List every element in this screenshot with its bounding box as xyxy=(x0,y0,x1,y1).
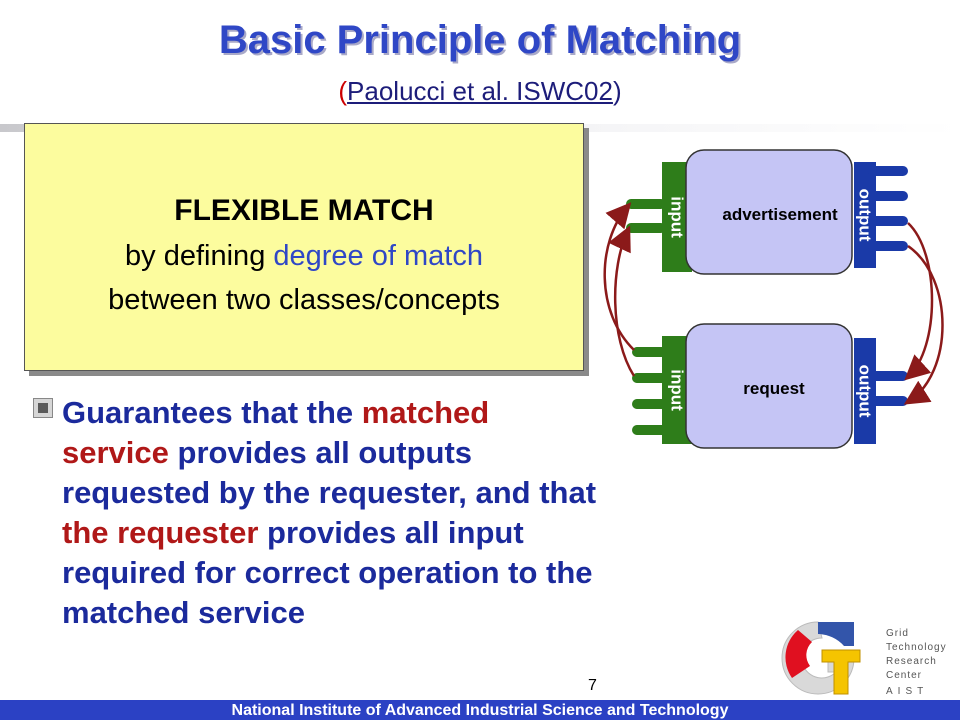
request-input-label: input xyxy=(668,369,687,411)
bullet-part3: provides all input required for correct … xyxy=(62,515,593,630)
matching-diagram: input advertisement output input request… xyxy=(603,149,944,449)
bullet-emphasis-requester: the requester xyxy=(62,515,259,550)
grid-technology-research-center-logo: Grid Technology Research Center AIST xyxy=(781,621,947,697)
logo-text: Grid Technology Research Center AIST xyxy=(886,628,947,697)
slide-title: Basic Principle of Matching xyxy=(218,18,742,62)
flexible-match-callout: FLEXIBLE MATCH by defining degree of mat… xyxy=(24,123,584,371)
footer-bar: National Institute of Advanced Industria… xyxy=(0,700,960,720)
bullet-emphasis-matched-service: matched service xyxy=(62,395,490,470)
page-number: 7 xyxy=(588,677,597,694)
callout-line2-prefix: by defining xyxy=(125,240,274,272)
bullet-icon xyxy=(33,398,53,418)
advertisement-label: advertisement xyxy=(722,205,838,224)
request-label: request xyxy=(743,379,805,398)
bullet-part1: Guarantees that the xyxy=(62,395,362,430)
subtitle-close-paren: ) xyxy=(612,76,622,106)
advertisement-output-label: output xyxy=(856,189,875,242)
bullet-part2: provides all outputs requested by the re… xyxy=(62,435,597,510)
subtitle-open-paren: ( xyxy=(338,76,348,106)
request-output-pins xyxy=(868,371,908,406)
request-box xyxy=(685,323,853,449)
matching-arrows xyxy=(603,202,944,405)
bullet-text: Guarantees that the matched service prov… xyxy=(62,393,602,633)
logo-line-grid: Grid xyxy=(886,628,909,639)
output-match-arrow-outer xyxy=(903,244,944,405)
input-match-arrow-inner xyxy=(608,225,636,377)
callout-line2: by defining degree of match xyxy=(25,240,583,273)
logo-line-center: Center xyxy=(886,670,922,681)
advertisement-box xyxy=(685,149,853,275)
callout-highlight: degree of match xyxy=(273,240,483,272)
gt-logo-mark xyxy=(781,621,861,695)
logo-line-research: Research xyxy=(886,656,937,667)
citation-link[interactable]: Paolucci et al. ISWC02 xyxy=(347,76,613,106)
advertisement-input-pins xyxy=(626,199,666,233)
request-service: input request output xyxy=(632,323,908,449)
output-match-arrow-inner xyxy=(904,222,934,381)
advertisement-input-label: input xyxy=(668,196,687,238)
request-output-port xyxy=(854,338,876,444)
logo-line-aist: AIST xyxy=(886,686,928,697)
slide-subtitle: (Paolucci et al. ISWC02) xyxy=(0,76,960,107)
advertisement-output-pins xyxy=(868,166,908,251)
logo-line-technology: Technology xyxy=(886,642,947,653)
advertisement-output-port xyxy=(854,162,876,268)
input-match-arrow-outer xyxy=(603,202,635,351)
callout-heading: FLEXIBLE MATCH xyxy=(174,194,434,227)
callout-line3: between two classes/concepts xyxy=(108,284,500,316)
advertisement-service: input advertisement output xyxy=(626,149,908,275)
